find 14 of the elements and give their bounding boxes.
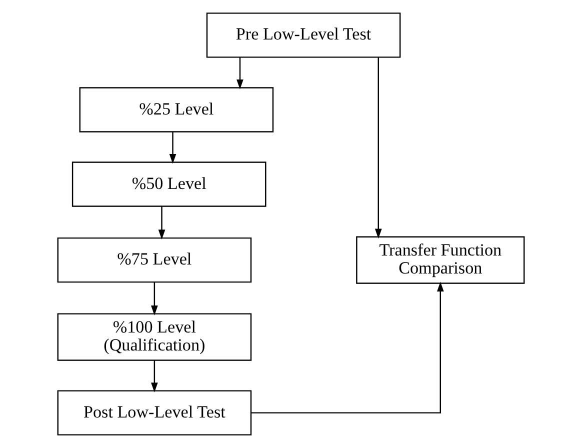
arrow bbox=[150, 282, 158, 316]
arrow bbox=[168, 132, 176, 164]
arrow bbox=[250, 282, 444, 414]
node-box: %25 Level bbox=[78, 87, 274, 132]
arrow bbox=[150, 360, 158, 392]
node-box: %75 Level bbox=[56, 237, 252, 283]
arrow bbox=[158, 206, 165, 240]
arrow bbox=[236, 58, 243, 90]
node-box: Post Low-Level Test bbox=[56, 390, 252, 436]
node-box: %50 Level bbox=[71, 162, 266, 207]
node-box: Pre Low-Level Test bbox=[206, 12, 400, 58]
arrow bbox=[374, 58, 382, 239]
node-box: Transfer Function Comparison bbox=[356, 236, 524, 284]
node-box: %100 Level (Qualification) bbox=[56, 313, 252, 361]
